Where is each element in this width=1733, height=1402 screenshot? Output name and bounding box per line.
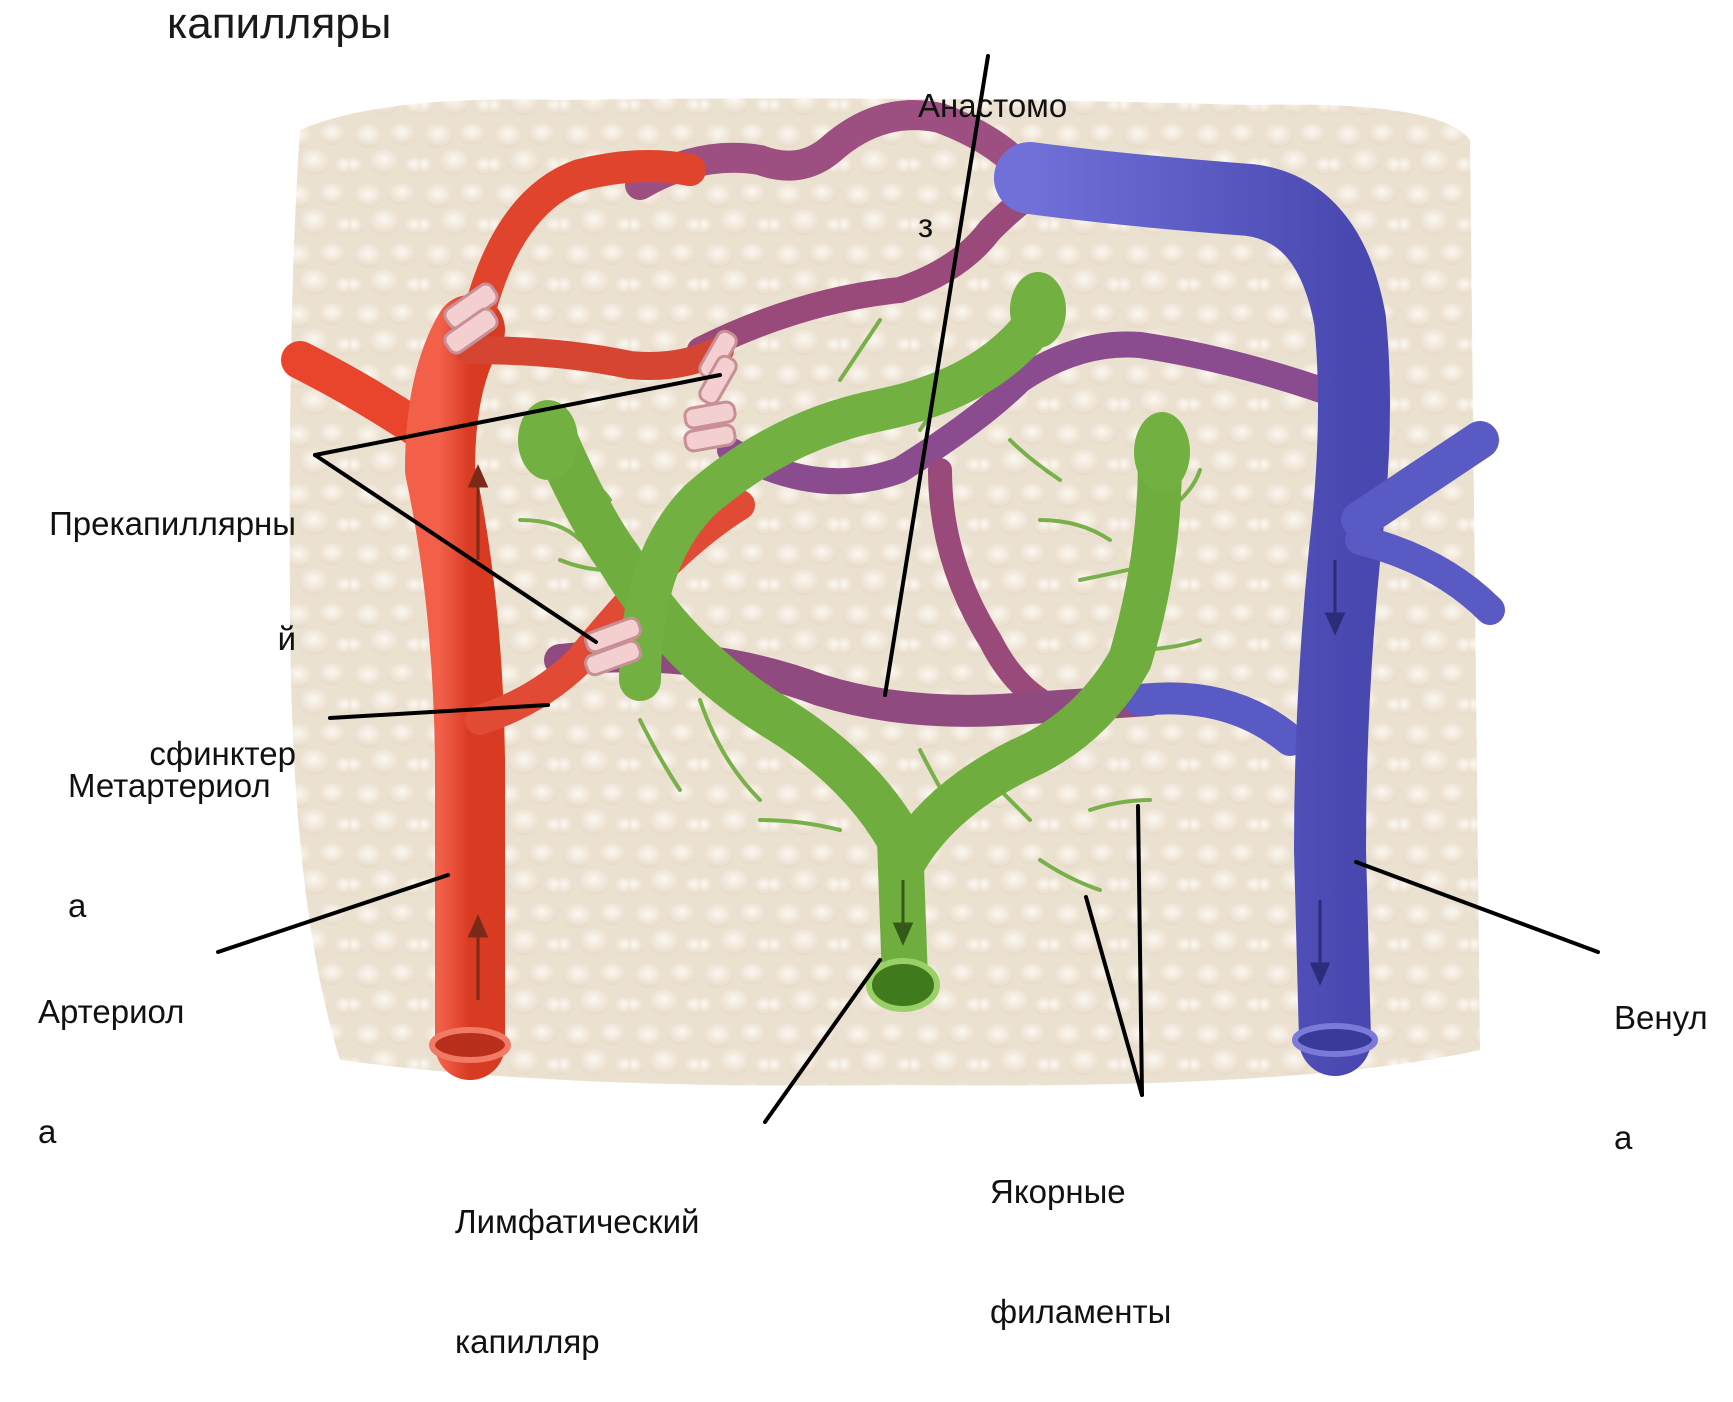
label-precapillary-sphincter-line1: Прекапиллярны [10, 504, 296, 544]
label-venule-line1: Венул [1614, 998, 1708, 1038]
label-lymphatic-capillary-line2: капилляр [455, 1322, 699, 1362]
label-anchoring-filaments-line2: филаменты [990, 1292, 1171, 1332]
label-anchoring-filaments-line1: Якорные [990, 1172, 1171, 1212]
label-venule-line2: а [1614, 1118, 1708, 1158]
label-anchoring-filaments: Якорные филаменты [990, 1092, 1171, 1372]
venule-opening [1295, 1026, 1375, 1054]
label-lymphatic-capillary: Лимфатический капилляр [455, 1122, 699, 1402]
label-anastomosis-line2: з [918, 206, 1067, 246]
label-arteriole-line1: Артериол [38, 992, 184, 1032]
label-anastomosis-line1: Анастомо [918, 86, 1067, 126]
label-venule: Венул а [1614, 918, 1708, 1198]
lymphatic-opening [869, 961, 937, 1009]
arteriole-opening [432, 1030, 508, 1060]
label-arteriole: Артериол а [38, 912, 184, 1192]
label-metarteriole-line1: Метартериол [68, 766, 271, 806]
label-arteriole-line2: а [38, 1112, 184, 1152]
label-precapillary-sphincter-line2: й [10, 624, 296, 654]
label-anastomosis: Анастомо з [918, 6, 1067, 286]
label-lymphatic-capillary-line1: Лимфатический [455, 1202, 699, 1242]
